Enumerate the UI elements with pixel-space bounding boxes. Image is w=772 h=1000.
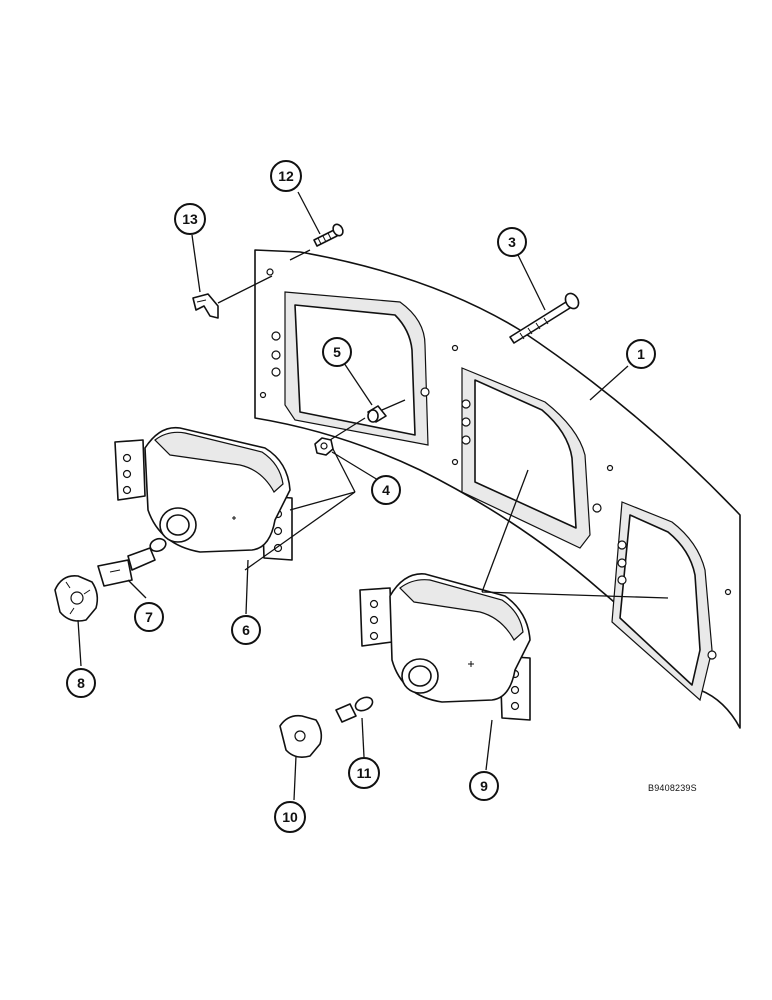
- callout-3: 3: [497, 227, 527, 257]
- lamp-socket: [279, 714, 323, 758]
- long-bolt: [509, 292, 580, 344]
- svg-text:11: 11: [357, 765, 372, 781]
- callout-7: 7: [134, 602, 164, 632]
- svg-text:12: 12: [278, 168, 294, 184]
- lamp-housing-left: [114, 426, 293, 561]
- callout-12: 12: [270, 160, 302, 192]
- svg-text:10: 10: [282, 809, 298, 825]
- panel-opening-middle: [461, 367, 602, 549]
- bulb-retaining-ring: [54, 574, 99, 622]
- svg-text:4: 4: [382, 482, 390, 498]
- svg-text:7: 7: [145, 609, 153, 625]
- callout-13: 13: [174, 203, 206, 235]
- svg-text:6: 6: [242, 622, 250, 638]
- hex-nut: [314, 437, 334, 456]
- svg-text:5: 5: [333, 344, 341, 360]
- small-bulb: [335, 696, 374, 723]
- lamp-housing-right: [359, 573, 531, 721]
- spacer-stud: [367, 405, 387, 423]
- panel-opening-left: [271, 291, 430, 446]
- short-bolt: [313, 223, 344, 247]
- callout-4: 4: [371, 475, 401, 505]
- retaining-clip: [192, 293, 219, 319]
- svg-text:13: 13: [182, 211, 198, 227]
- svg-text:3: 3: [508, 234, 516, 250]
- svg-text:8: 8: [77, 675, 85, 691]
- callout-6: 6: [231, 615, 261, 645]
- callout-1: 1: [626, 339, 656, 369]
- callout-11: 11: [348, 757, 380, 789]
- callout-8: 8: [66, 668, 96, 698]
- svg-text:9: 9: [480, 778, 488, 794]
- drawing-reference-code: B9408239S: [648, 783, 697, 793]
- callout-leaders: [77, 191, 629, 801]
- callout-5: 5: [322, 337, 352, 367]
- panel-opening-right: [611, 501, 717, 702]
- assembly-lines: [217, 249, 669, 599]
- svg-text:1: 1: [637, 346, 645, 362]
- callout-9: 9: [469, 771, 499, 801]
- callout-10: 10: [274, 801, 306, 833]
- headlamp-bulb: [97, 537, 167, 587]
